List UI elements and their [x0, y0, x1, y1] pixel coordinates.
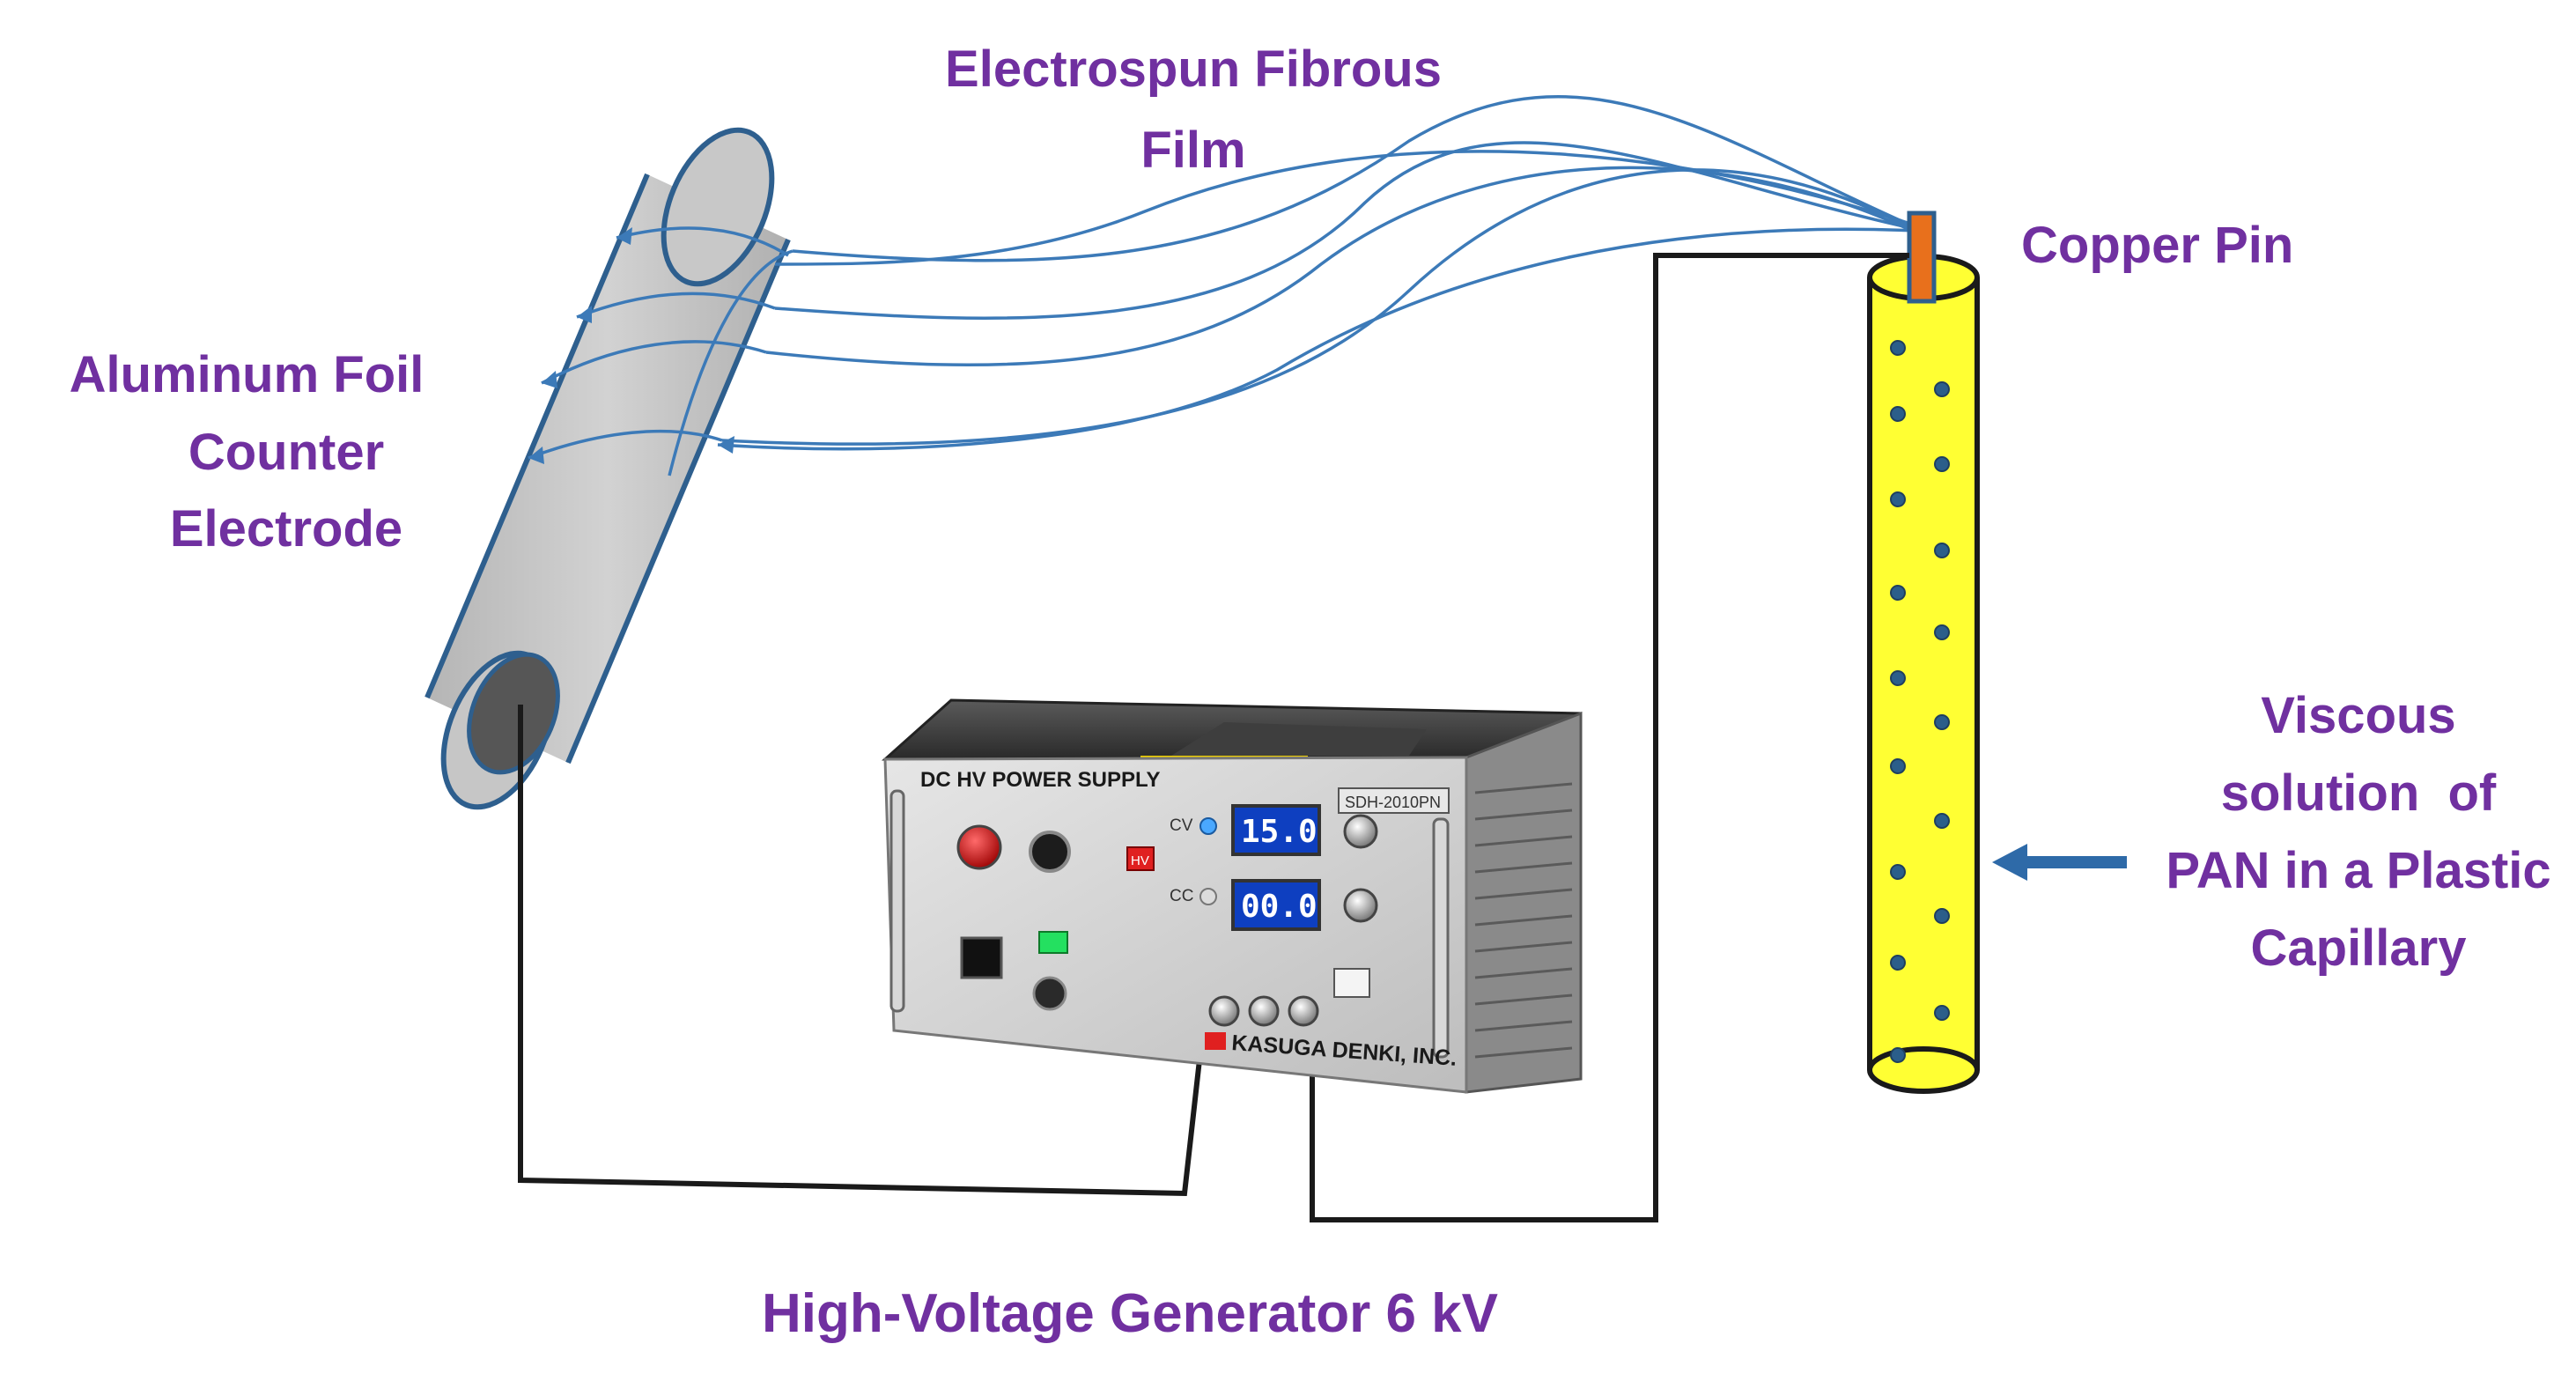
cv-led	[1199, 817, 1217, 835]
wire-to-copper-pin	[1310, 253, 1909, 1222]
cylinder-hole	[467, 652, 560, 775]
foil-label-line1: Aluminum Foil	[70, 346, 424, 403]
solution-particles	[1890, 340, 1950, 1063]
plastic-capillary	[1867, 254, 1980, 1094]
foil-label-line3: Electrode	[170, 500, 402, 558]
copper-pin	[1907, 210, 1937, 304]
ps-model: SDH-2010PN	[1345, 794, 1441, 811]
labels: Electrospun Fibrous Film Copper Pin Alum…	[70, 41, 2551, 1344]
electrospun-fibers	[528, 95, 1916, 476]
power-socket	[960, 936, 1003, 979]
solution-label-line1: Viscous	[2261, 687, 2455, 744]
current-readout: 00.0	[1241, 889, 1318, 925]
red-power-button	[956, 824, 1002, 870]
hv-label: HV	[1131, 853, 1149, 868]
voltage-display	[1231, 804, 1321, 856]
inlet-arrow	[1992, 844, 2127, 881]
wires	[518, 253, 1909, 1222]
cv-adjust-knob	[1343, 814, 1378, 849]
fiber-arrowheads	[528, 227, 734, 464]
copper-pin-label: Copper Pin	[2021, 217, 2293, 274]
voltage-readout: 15.0	[1241, 814, 1318, 850]
wire-to-electrode	[518, 705, 1207, 1197]
cylinder-body	[427, 174, 788, 763]
foil-label-line2: Counter	[188, 424, 384, 481]
output-connector-1	[1208, 995, 1240, 1027]
hv-switch	[1029, 831, 1071, 873]
solution-label-line4: Capillary	[2251, 919, 2467, 977]
cv-label: CV	[1170, 816, 1193, 835]
cc-label: CC	[1170, 887, 1193, 905]
small-dial	[1032, 976, 1067, 1011]
cc-led	[1199, 888, 1217, 905]
film-label-line1: Electrospun Fibrous	[945, 41, 1442, 98]
ps-title: DC HV POWER SUPPLY	[920, 768, 1161, 792]
output-connector-3	[1288, 995, 1319, 1027]
aluminum-foil-electrode	[424, 127, 791, 810]
green-indicator	[1038, 931, 1068, 954]
film-label-line2: Film	[1140, 122, 1245, 179]
generator-label: High-Voltage Generator 6 kV	[762, 1283, 1498, 1344]
cylinder-top-cap	[661, 127, 775, 287]
output-connector-2	[1248, 995, 1280, 1027]
solution-label-line3: PAN in a Plastic	[2166, 842, 2550, 899]
current-display	[1231, 879, 1321, 931]
hv-power-supply: DC HV POWER SUPPLY SDH-2010PN HV CV CC 1…	[882, 698, 1583, 1094]
cc-adjust-knob	[1343, 888, 1378, 923]
solution-label-line2: solution of	[2221, 764, 2497, 822]
